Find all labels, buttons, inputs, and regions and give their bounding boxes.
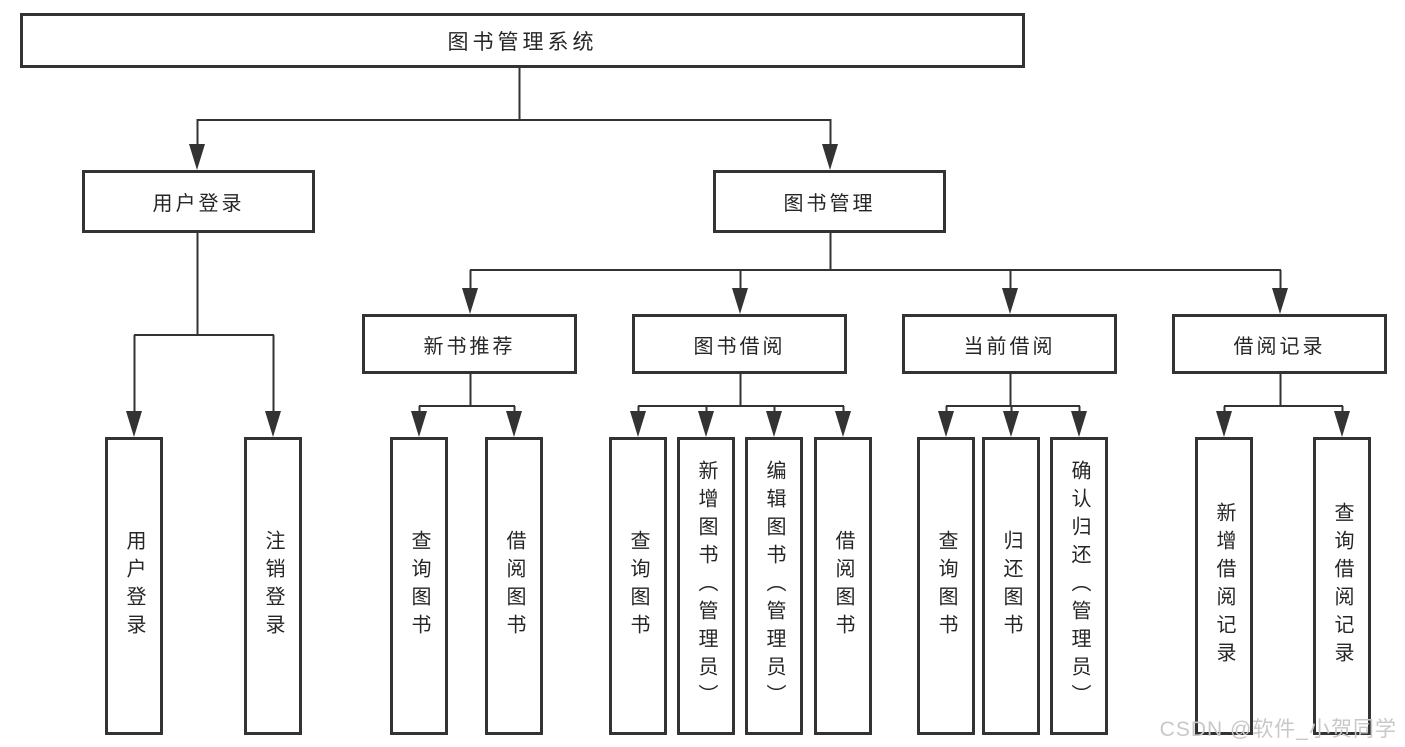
leaf-nbr-query-books-label: 查询图书 xyxy=(408,530,430,642)
leaf-cb-return-books-label: 归还图书 xyxy=(1000,530,1022,642)
leaf-logout: 注销登录 xyxy=(244,437,302,735)
node-root: 图书管理系统 xyxy=(20,13,1025,68)
node-new-book-rec-label: 新书推荐 xyxy=(423,335,516,358)
node-new-book-rec: 新书推荐 xyxy=(362,314,577,374)
leaf-nbr-query-books: 查询图书 xyxy=(390,437,448,735)
leaf-br-query-record: 查询借阅记录 xyxy=(1313,437,1371,735)
leaf-nbr-borrow-books: 借阅图书 xyxy=(485,437,543,735)
leaf-bb-borrow-books-label: 借阅图书 xyxy=(832,530,854,642)
leaf-bb-query-books-label: 查询图书 xyxy=(627,530,649,642)
node-user-login: 用户登录 xyxy=(82,170,315,233)
leaf-bb-edit-books-admin-label: 编辑图书（管理员） xyxy=(763,460,785,712)
node-current-borrow: 当前借阅 xyxy=(902,314,1117,374)
leaf-bb-add-books-admin: 新增图书（管理员） xyxy=(677,437,735,735)
leaf-user-login: 用户登录 xyxy=(105,437,163,735)
node-root-label: 图书管理系统 xyxy=(447,30,598,54)
node-current-borrow-label: 当前借阅 xyxy=(963,335,1056,358)
leaf-logout-label: 注销登录 xyxy=(262,530,284,642)
leaf-bb-edit-books-admin: 编辑图书（管理员） xyxy=(745,437,803,735)
leaf-cb-confirm-return-admin-label: 确认归还（管理员） xyxy=(1068,460,1090,712)
leaf-br-query-record-label: 查询借阅记录 xyxy=(1331,502,1353,670)
leaf-cb-return-books: 归还图书 xyxy=(982,437,1040,735)
node-borrow-records: 借阅记录 xyxy=(1172,314,1387,374)
leaf-user-login-label: 用户登录 xyxy=(123,530,145,642)
leaf-cb-query-books: 查询图书 xyxy=(917,437,975,735)
node-book-borrow: 图书借阅 xyxy=(632,314,847,374)
leaf-bb-query-books: 查询图书 xyxy=(609,437,667,735)
leaf-br-add-record-label: 新增借阅记录 xyxy=(1213,502,1235,670)
leaf-cb-confirm-return-admin: 确认归还（管理员） xyxy=(1050,437,1108,735)
leaf-bb-borrow-books: 借阅图书 xyxy=(814,437,872,735)
node-book-mgmt-label: 图书管理 xyxy=(783,193,876,215)
leaf-bb-add-books-admin-label: 新增图书（管理员） xyxy=(695,460,717,712)
node-borrow-records-label: 借阅记录 xyxy=(1233,335,1326,358)
leaf-br-add-record: 新增借阅记录 xyxy=(1195,437,1253,735)
csdn-watermark: CSDN @软件_小贺同学 xyxy=(1159,718,1397,741)
node-book-borrow-label: 图书借阅 xyxy=(693,335,786,358)
leaf-cb-query-books-label: 查询图书 xyxy=(935,530,957,642)
node-book-mgmt: 图书管理 xyxy=(713,170,946,233)
node-user-login-label: 用户登录 xyxy=(152,193,245,215)
leaf-nbr-borrow-books-label: 借阅图书 xyxy=(503,530,525,642)
